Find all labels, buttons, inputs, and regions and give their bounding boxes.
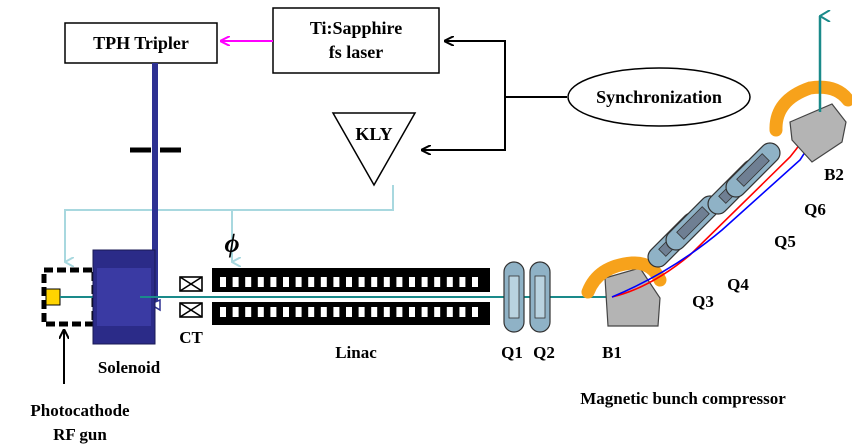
q4-label: Q4 bbox=[727, 275, 749, 294]
linac-cell bbox=[434, 277, 441, 287]
linac-cell bbox=[371, 277, 378, 287]
gun-label-line2: RF gun bbox=[53, 425, 107, 444]
linac-cell bbox=[308, 277, 315, 287]
linac-cell bbox=[409, 277, 415, 287]
sync-arrows bbox=[422, 41, 567, 150]
q5-label: Q5 bbox=[774, 232, 796, 251]
quadrupole-q1 bbox=[503, 261, 525, 333]
linac-cell bbox=[459, 307, 466, 317]
klystron-label: KLY bbox=[355, 124, 392, 144]
linac-cell bbox=[245, 277, 252, 287]
q2-label: Q2 bbox=[533, 343, 555, 362]
linac-cell bbox=[446, 307, 453, 317]
linac-cell bbox=[421, 307, 428, 317]
linac-cell bbox=[220, 277, 226, 287]
b2-label: B2 bbox=[824, 165, 844, 184]
linac-cell bbox=[472, 277, 478, 287]
q1-label: Q1 bbox=[501, 343, 523, 362]
linac-cell bbox=[409, 307, 415, 317]
linac-cell bbox=[333, 277, 340, 287]
phase-shifter-symbol: ϕ bbox=[224, 229, 239, 258]
linac-cell bbox=[358, 307, 365, 317]
rf-distribution-lines bbox=[64, 185, 394, 262]
laser-label-line2: fs laser bbox=[329, 42, 383, 62]
linac-cell bbox=[383, 277, 390, 287]
linac-cell bbox=[358, 277, 365, 287]
linac-cell bbox=[371, 307, 378, 317]
tph-tripler-box: TPH Tripler bbox=[64, 22, 218, 64]
dipole-b2 bbox=[769, 80, 852, 163]
quadrupole-q2 bbox=[529, 261, 551, 333]
linac-cell bbox=[346, 277, 352, 287]
linac-cell bbox=[220, 307, 226, 317]
laser-box: Ti:Sapphire fs laser bbox=[272, 7, 440, 74]
linac-cell bbox=[295, 307, 302, 317]
laser-label-line1: Ti:Sapphire bbox=[310, 18, 402, 38]
linac-label: Linac bbox=[335, 343, 377, 362]
linac-cell bbox=[459, 277, 466, 287]
linac-cell bbox=[270, 277, 277, 287]
linac-cell bbox=[295, 277, 302, 287]
current-transformer bbox=[179, 276, 203, 318]
bunch-compressor-label: Magnetic bunch compressor bbox=[580, 389, 786, 408]
linac-cell bbox=[472, 307, 478, 317]
ct-label: CT bbox=[179, 328, 203, 347]
linac-cell bbox=[308, 307, 315, 317]
linac-cell bbox=[421, 277, 428, 287]
solenoid-label: Solenoid bbox=[98, 358, 161, 377]
b1-label: B1 bbox=[602, 343, 622, 362]
linac-cell bbox=[232, 277, 239, 287]
linac-cell bbox=[320, 277, 327, 287]
linac-cell bbox=[446, 277, 453, 287]
linac-cell bbox=[346, 307, 352, 317]
linac-cell bbox=[434, 307, 441, 317]
q6-label: Q6 bbox=[804, 200, 826, 219]
quadrupole-q6 bbox=[725, 142, 781, 198]
linac-cell bbox=[283, 307, 289, 317]
linac-cell bbox=[396, 277, 403, 287]
gun-label-line1: Photocathode bbox=[30, 401, 130, 420]
synchronization-ellipse: Synchronization bbox=[567, 67, 751, 127]
linac-cell bbox=[245, 307, 252, 317]
linac-cell bbox=[396, 307, 403, 317]
linac-cell bbox=[333, 307, 340, 317]
linac-cell bbox=[257, 277, 264, 287]
linac-cell bbox=[283, 277, 289, 287]
synchronization-label: Synchronization bbox=[596, 87, 722, 107]
tph-tripler-label: TPH Tripler bbox=[93, 33, 189, 53]
q3-label: Q3 bbox=[692, 292, 714, 311]
linac-cell bbox=[270, 307, 277, 317]
linac-cell bbox=[320, 307, 327, 317]
klystron: KLY bbox=[331, 112, 417, 187]
linac-cell bbox=[383, 307, 390, 317]
linac-cell bbox=[232, 307, 239, 317]
linac-cell bbox=[257, 307, 264, 317]
dipole-b1 bbox=[581, 256, 667, 327]
